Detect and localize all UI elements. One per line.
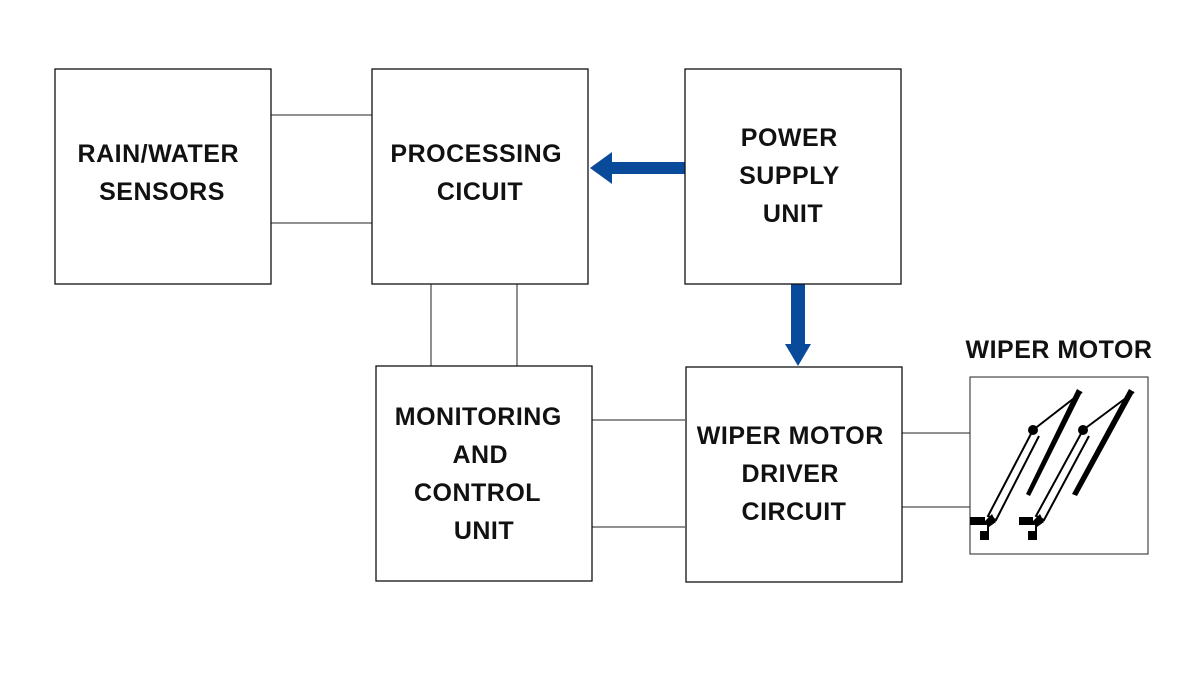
driver-circuit-box [685, 366, 903, 583]
processing-circuit-label: PROCESSING CICUIT [390, 140, 569, 206]
right-wiper-brace [1082, 391, 1135, 431]
wiper-motor-caption: WIPER MOTOR [966, 336, 1153, 364]
power-supply-block: POWER SUPPLY UNIT [684, 68, 902, 285]
rain-sensors-label: RAIN/WATER SENSORS [78, 140, 247, 206]
left-wiper-mount [970, 514, 996, 540]
processing-line-1: PROCESSING [390, 140, 562, 168]
rain-sensors-line-1: RAIN/WATER [78, 140, 239, 168]
processing-line-2: CICUIT [437, 178, 523, 206]
driver-line-2: DRIVER [742, 460, 839, 488]
monitoring-control-box [375, 365, 593, 582]
windshield-wiper-icon [970, 389, 1135, 540]
wiper-motor-frame [969, 376, 1149, 555]
power-to-driver-arrow [785, 284, 811, 366]
right-wiper-blade [1072, 389, 1134, 496]
rain-sensors-line-2: SENSORS [99, 178, 225, 206]
power-supply-label: POWER SUPPLY UNIT [739, 124, 847, 228]
power-supply-line-1: POWER [741, 124, 838, 152]
left-wiper-brace [1032, 391, 1083, 431]
processing-circuit-box [371, 68, 589, 285]
monitoring-line-4: UNIT [454, 517, 514, 545]
monitoring-line-2: AND [452, 441, 508, 469]
wiper-motor-picture [969, 376, 1149, 555]
power-supply-line-2: SUPPLY [739, 162, 840, 190]
right-wiper-mount [1019, 514, 1044, 540]
power-supply-box [684, 68, 902, 285]
power-supply-line-3: UNIT [763, 200, 823, 228]
left-wiper-blade [1026, 389, 1082, 496]
driver-circuit-block: WIPER MOTOR DRIVER CIRCUIT [685, 366, 903, 583]
driver-line-1: WIPER MOTOR [697, 422, 884, 450]
power-to-processing-arrow [590, 152, 685, 184]
monitoring-control-block: MONITORING AND CONTROL UNIT [375, 365, 593, 582]
driver-circuit-label: WIPER MOTOR DRIVER CIRCUIT [697, 422, 891, 526]
monitoring-line-1: MONITORING [395, 403, 562, 431]
rain-sensors-box [54, 68, 272, 285]
processing-circuit-block: PROCESSING CICUIT [371, 68, 589, 285]
monitoring-control-label: MONITORING AND CONTROL UNIT [395, 403, 570, 545]
rain-sensors-block: RAIN/WATER SENSORS [54, 68, 272, 285]
monitoring-line-3: CONTROL [414, 479, 541, 507]
driver-line-3: CIRCUIT [742, 498, 847, 526]
